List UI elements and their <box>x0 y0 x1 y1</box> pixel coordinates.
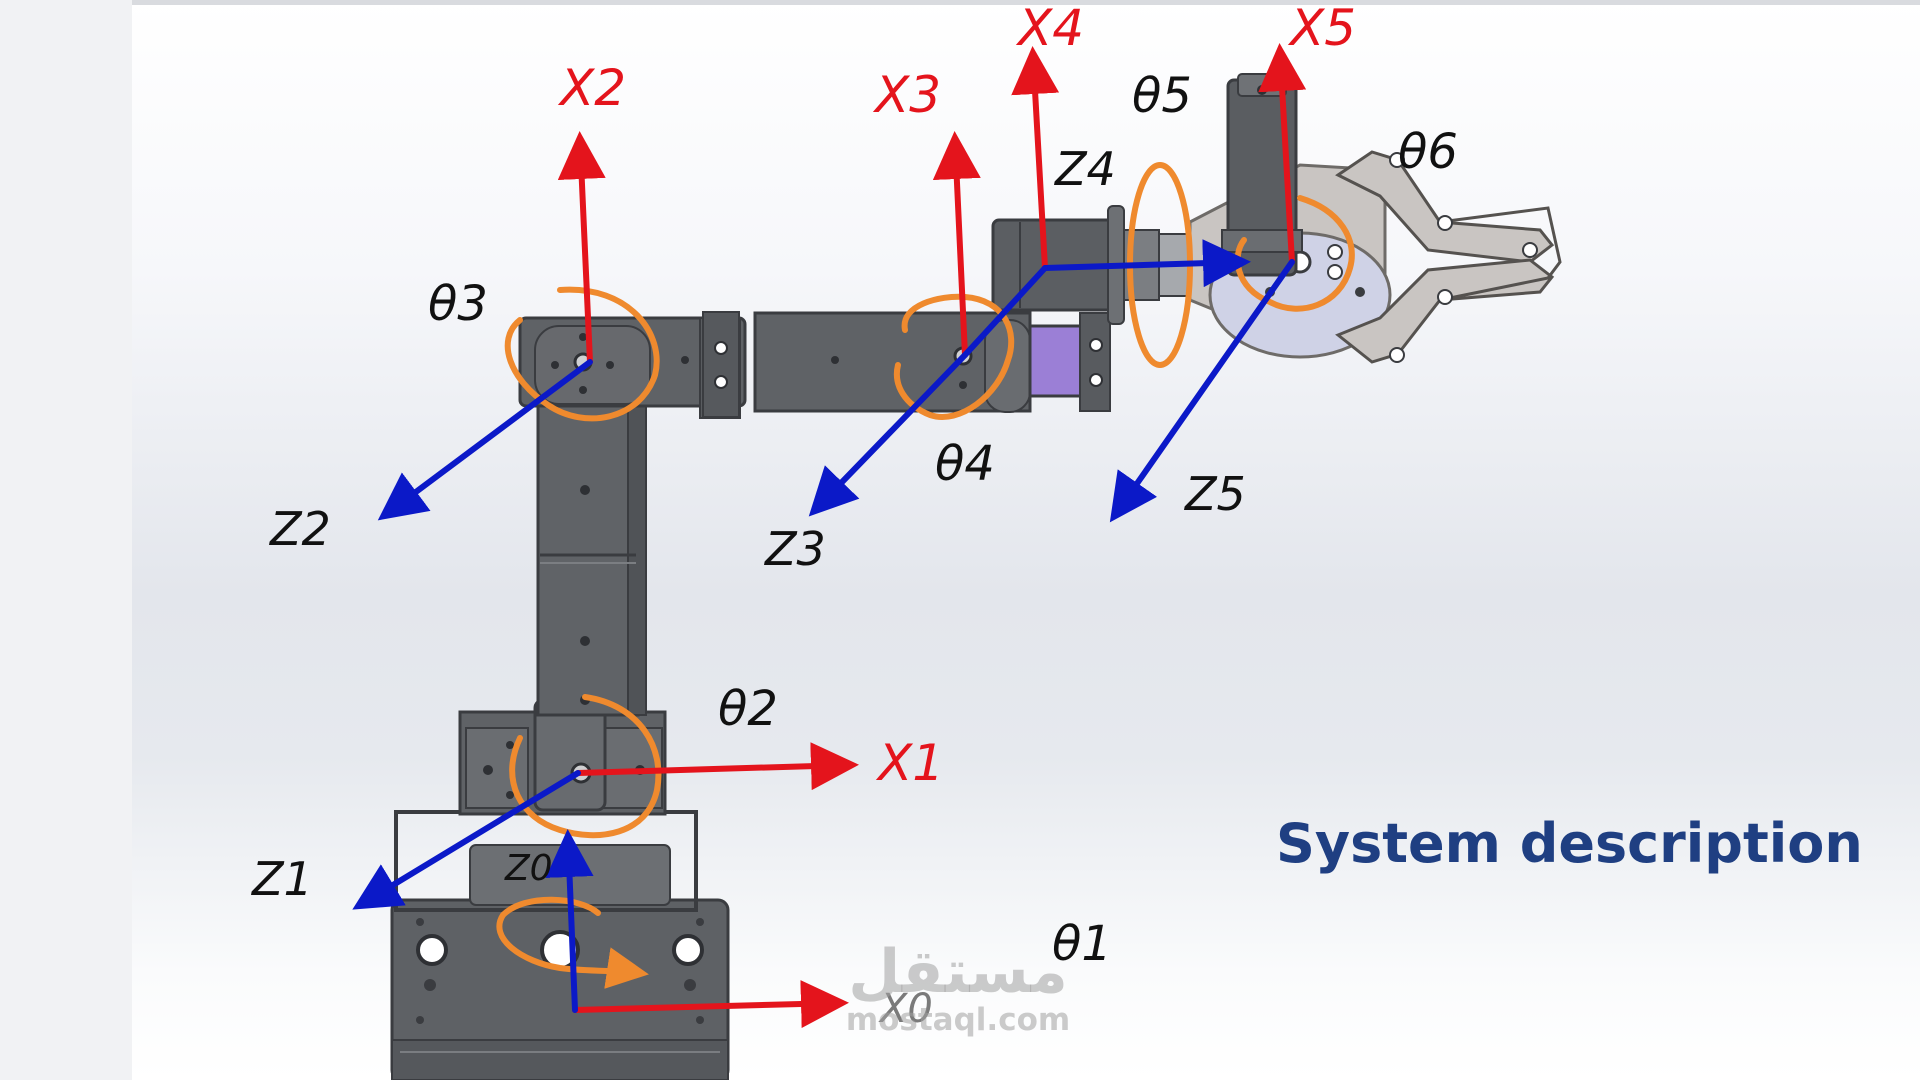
x3-label: X3 <box>872 66 941 124</box>
x1-axis-arrow <box>575 742 859 791</box>
theta1-label: θ1 <box>1052 916 1112 972</box>
shoulder-servo <box>458 698 667 816</box>
theta3-label: θ3 <box>428 276 488 332</box>
z3-axis-arrow <box>808 352 968 517</box>
watermark-arabic-logo: مستقل <box>848 937 1068 1007</box>
z5-axis-arrow <box>1109 259 1295 523</box>
theta2-rotation-arc <box>509 694 662 839</box>
z2-axis-arrow <box>377 359 593 521</box>
theta5-label: θ5 <box>1132 68 1192 124</box>
x0-label: X0 <box>878 986 933 1032</box>
x-axis-labels: X0 X1 X2 X3 X4 X5 <box>557 0 1356 1032</box>
watermark: مستقل mostaql.com <box>838 940 1078 1036</box>
theta4-label: θ4 <box>935 436 995 492</box>
x4-label: X4 <box>1015 0 1084 57</box>
z3-label: Z3 <box>763 522 826 576</box>
x0-axis-arrow <box>572 980 849 1029</box>
z1-label: Z1 <box>250 852 313 906</box>
robot-arm <box>390 73 1562 1080</box>
theta6-label: θ6 <box>1398 124 1458 180</box>
robot-base <box>390 810 730 1080</box>
z-axes <box>352 239 1295 1013</box>
z4-axis-arrow <box>1042 239 1251 288</box>
theta2-label: θ2 <box>718 681 778 737</box>
x5-label: X5 <box>1287 0 1356 57</box>
z0-label: Z0 <box>504 848 553 889</box>
x2-label: X2 <box>557 59 626 117</box>
z2-label: Z2 <box>268 502 331 556</box>
x-axes <box>557 43 1307 1029</box>
z4-to-z3-link <box>962 265 1048 358</box>
z5-label: Z5 <box>1183 467 1246 521</box>
z0-axis-arrow <box>545 829 594 1013</box>
x2-axis-arrow <box>557 131 606 365</box>
x3-axis-arrow <box>932 131 981 358</box>
x4-axis-arrow <box>1011 46 1060 271</box>
z-axis-labels: Z0 Z1 Z2 Z3 Z4 Z5 <box>250 142 1246 906</box>
top-edge-line <box>132 0 1920 5</box>
system-description-title: System description <box>1276 812 1863 875</box>
theta3-rotation-arc <box>504 286 660 422</box>
x1-label: X1 <box>875 734 944 792</box>
joint-labels: θ1 θ2 θ3 θ4 θ5 θ6 <box>428 68 1458 972</box>
left-margin <box>0 0 132 1080</box>
z4-label: Z4 <box>1053 142 1116 196</box>
x5-axis-arrow <box>1258 43 1307 265</box>
z1-axis-arrow <box>352 770 581 910</box>
theta1-rotation-arc <box>496 896 649 989</box>
watermark-domain: mostaql.com <box>845 1002 1071 1038</box>
